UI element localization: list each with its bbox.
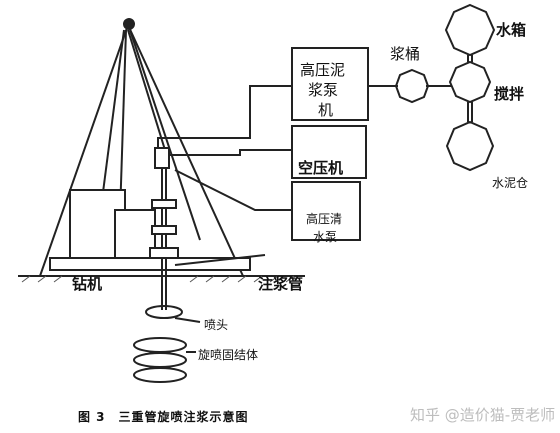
jet-grout-body-label: 旋喷固结体 xyxy=(198,348,259,362)
mud-pump-box xyxy=(291,47,369,121)
water-tank-shape xyxy=(444,3,496,57)
air-compressor-label: 空压机 xyxy=(298,159,344,177)
watermark: 知乎 @造价猫-贾老师 xyxy=(410,406,556,424)
water-tank-label: 水箱 xyxy=(496,21,527,39)
cement-silo-shape xyxy=(445,120,495,172)
water-pump-label-line1: 高压清 xyxy=(306,212,343,226)
pipe-lines xyxy=(157,85,452,266)
grout-pipe-label: 注浆管 xyxy=(258,275,304,293)
mud-pump-label-line3: 机 xyxy=(318,101,334,119)
mixer-label: 搅拌 xyxy=(494,85,525,103)
water-pump-label-line2: 水泵 xyxy=(313,230,338,244)
drill-pipe xyxy=(149,138,179,310)
mud-pump-label-line1: 高压泥 xyxy=(300,61,346,79)
drilling-rig-label: 钻机 xyxy=(72,275,103,293)
slurry-bucket-label: 浆桶 xyxy=(390,45,421,63)
jet-grout-body xyxy=(133,337,196,383)
nozzle-shape xyxy=(145,305,183,319)
slurry-bucket-shape xyxy=(394,68,430,104)
mud-pump-label-line2: 浆泵 xyxy=(308,81,339,99)
figure-caption: 图 3 三重管旋喷注浆示意图 xyxy=(78,410,249,424)
mixer-shape xyxy=(448,60,492,104)
air-compressor-box xyxy=(291,125,367,179)
rig-tower xyxy=(39,18,244,277)
cement-label: 水泥仓 xyxy=(492,176,529,190)
ground-hatch xyxy=(21,275,295,283)
nozzle-label: 喷头 xyxy=(204,318,229,332)
